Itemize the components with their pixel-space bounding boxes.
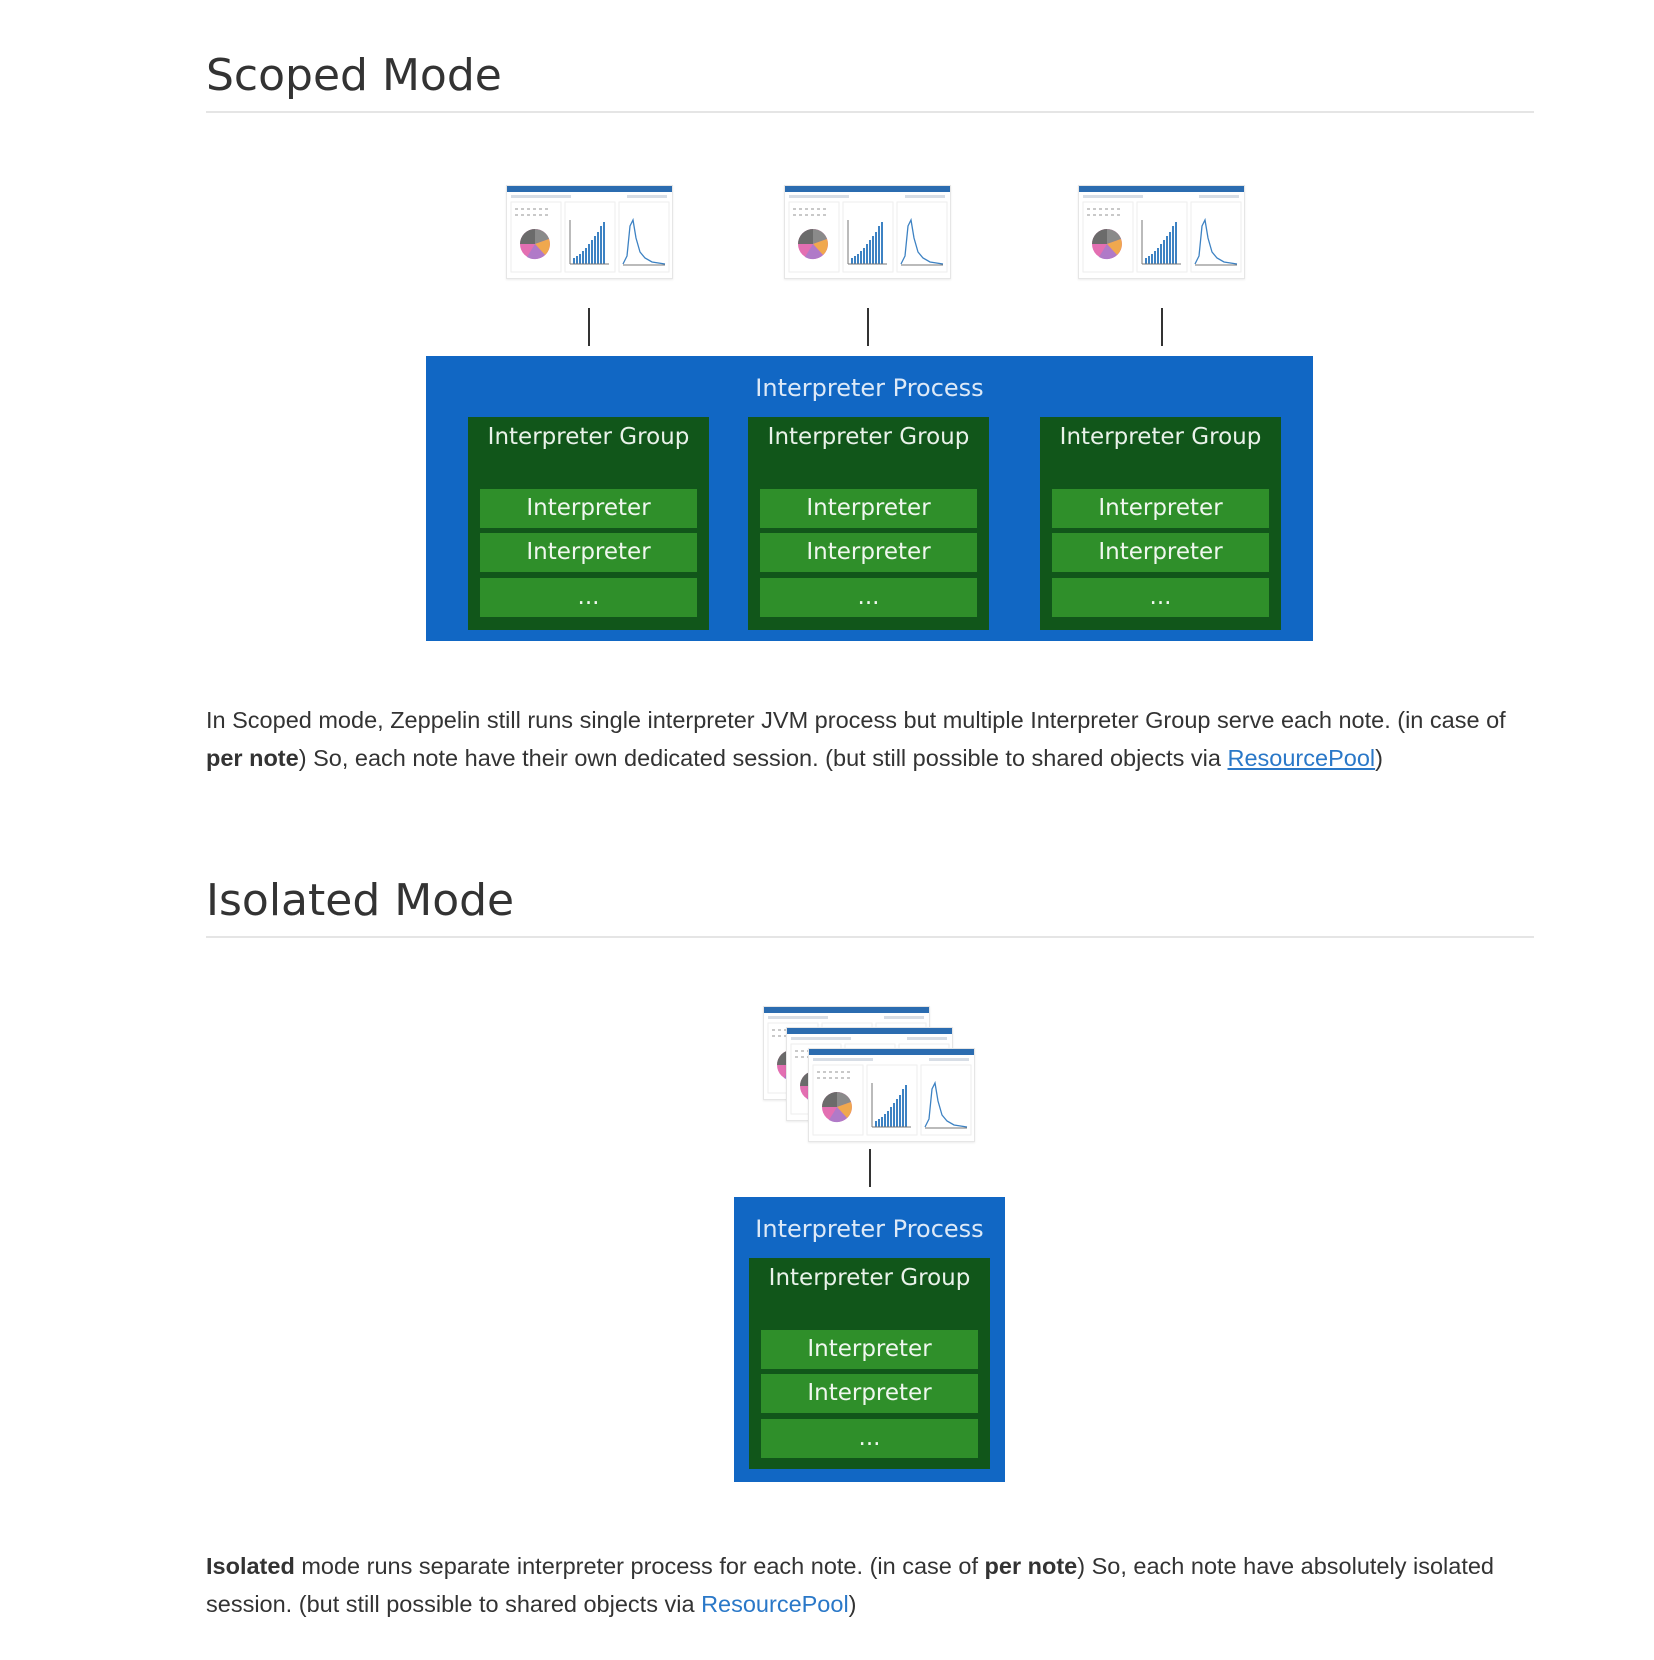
interpreter-process-label: Interpreter Process (755, 374, 984, 402)
notebook-thumbnail (506, 185, 673, 279)
scoped-text-2: ) So, each note have their own dedicated… (298, 745, 1228, 771)
interpreter-group-label: Interpreter Group (487, 424, 690, 450)
resourcepool-link[interactable]: ResourcePool (701, 1591, 849, 1617)
interpreter-cell: Interpreter (761, 1330, 978, 1369)
interpreter-cell: Interpreter (761, 1374, 978, 1413)
resourcepool-link[interactable]: ResourcePool (1227, 745, 1376, 771)
interpreter-ellipsis-cell: ... (1052, 578, 1269, 617)
scoped-mode-heading: Scoped Mode (206, 50, 502, 101)
isolated-mode-description: Isolated mode runs separate interpreter … (206, 1547, 1536, 1623)
interpreter-ellipsis-cell: ... (761, 1419, 978, 1458)
interpreter-group-label: Interpreter Group (768, 1265, 971, 1291)
per-note-emphasis: per note (984, 1553, 1078, 1579)
scoped-heading-rule (206, 111, 1534, 113)
notebook-thumbnail (1078, 185, 1245, 279)
interpreter-process-box: Interpreter Process Interpreter Group In… (734, 1197, 1005, 1482)
isolated-mode-heading: Isolated Mode (206, 875, 515, 926)
interpreter-ellipsis-cell: ... (480, 578, 697, 617)
connector-line (588, 308, 590, 346)
scoped-text-3: ) (1375, 745, 1383, 771)
interpreter-cell: Interpreter (760, 489, 977, 528)
per-note-emphasis: per note (206, 745, 299, 771)
isolated-emphasis: Isolated (206, 1553, 295, 1579)
interpreter-group-box: Interpreter Group Interpreter Interprete… (749, 1258, 990, 1469)
interpreter-group-label: Interpreter Group (1059, 424, 1262, 450)
interpreter-process-label: Interpreter Process (755, 1215, 984, 1243)
interpreter-group-box: Interpreter Group Interpreter Interprete… (468, 417, 709, 630)
interpreter-cell: Interpreter (1052, 489, 1269, 528)
interpreter-cell: Interpreter (480, 533, 697, 572)
interpreter-group-box: Interpreter Group Interpreter Interprete… (1040, 417, 1281, 630)
scoped-text-1: In Scoped mode, Zeppelin still runs sing… (206, 707, 1506, 733)
notebook-thumbnail (784, 185, 951, 279)
interpreter-cell: Interpreter (480, 489, 697, 528)
isolated-text-3: ) (848, 1591, 857, 1617)
isolated-text-2: ) So, each note have absolutely isolated… (206, 1553, 1494, 1617)
connector-line (869, 1149, 871, 1187)
notebook-thumbnail (808, 1048, 975, 1142)
isolated-text-1: mode runs separate interpreter process f… (294, 1553, 985, 1579)
interpreter-process-box: Interpreter Process Interpreter Group In… (426, 356, 1313, 641)
scoped-mode-description: In Scoped mode, Zeppelin still runs sing… (206, 701, 1536, 777)
connector-line (1161, 308, 1163, 346)
isolated-heading-rule (206, 936, 1534, 938)
interpreter-group-label: Interpreter Group (767, 424, 970, 450)
connector-line (867, 308, 869, 346)
interpreter-ellipsis-cell: ... (760, 578, 977, 617)
interpreter-cell: Interpreter (1052, 533, 1269, 572)
interpreter-cell: Interpreter (760, 533, 977, 572)
interpreter-group-box: Interpreter Group Interpreter Interprete… (748, 417, 989, 630)
